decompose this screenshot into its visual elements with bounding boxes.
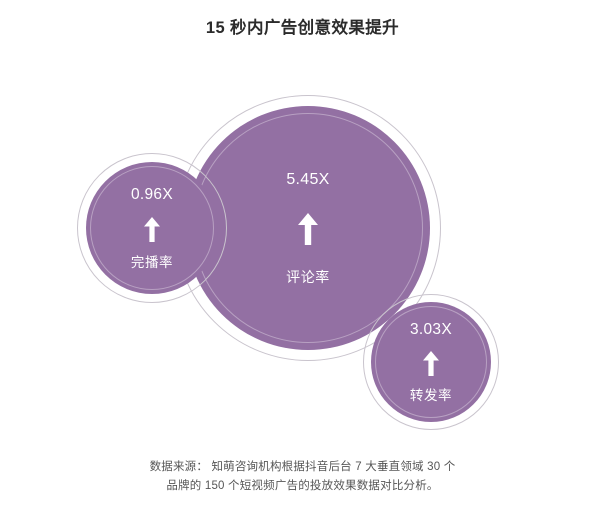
bubble-inner-ring [375,306,487,418]
bubble-disc [371,302,491,422]
bubble-inner-ring [90,166,214,290]
page-title: 15 秒内广告创意效果提升 [205,19,400,37]
bubble-stage: 5.45X 评论率 0.96X [0,55,605,445]
bubble-outer-ring [77,153,227,303]
bubble-outer-ring [363,294,499,430]
source-note: 数据来源： 知萌咨询机构根据抖音后台 7 大垂直领域 30 个 品牌的 150 … [0,458,605,496]
source-note-line-2: 品牌的 150 个短视频广告的投放效果数据对比分析。 [166,479,439,492]
source-note-line-1: 数据来源： 知萌咨询机构根据抖音后台 7 大垂直领域 30 个 [149,461,456,473]
bubble-disc [86,162,218,294]
